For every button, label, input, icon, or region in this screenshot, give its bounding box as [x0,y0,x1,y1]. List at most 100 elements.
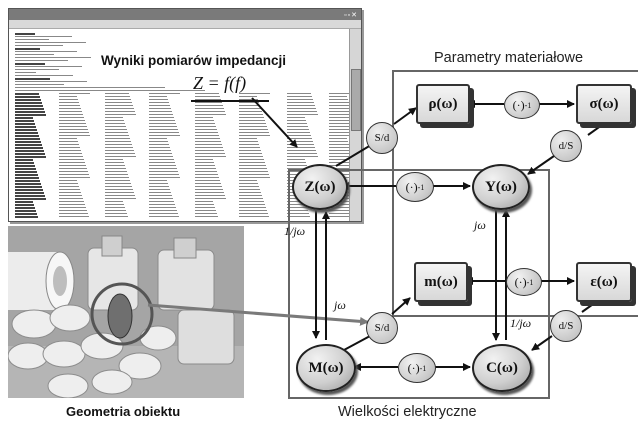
listing-line [15,126,36,128]
listing-line [15,195,45,197]
listing-line [287,165,307,167]
listing-line [287,216,310,218]
listing-line [149,96,167,98]
label-jw-right: jω [474,218,486,232]
listing-line [15,51,77,53]
listing-line [239,216,269,218]
listing-line [149,123,176,125]
listing-line [239,207,266,209]
listing-line [15,66,82,68]
label-jw-left: jω [334,298,346,312]
listing-line [105,201,123,203]
listing-line [59,117,84,119]
listing-line [59,141,78,143]
listing-line [15,42,86,44]
listing-line [15,150,44,152]
electrical-quantities-label: Wielkości elektryczne [338,404,477,420]
listing-line [59,105,80,107]
arrow-formula-to-Z [251,97,298,148]
listing-line [239,96,257,98]
listing-line [149,99,168,101]
listing-line [239,111,262,113]
listing-line [15,48,40,50]
listing-line [15,198,46,200]
listing-line [195,192,224,194]
listing-line [329,150,351,152]
node-Y: Y(ω) [472,164,530,210]
listing-line [195,144,222,146]
listing-line [149,132,179,134]
listing-line [105,141,131,143]
listing-line [149,153,172,155]
listing-line [239,102,259,104]
listing-line [195,135,219,137]
listing-line [15,138,40,140]
listing-line [59,120,85,122]
listing-line [105,144,132,146]
listing-line [59,132,89,134]
listing-line [15,183,41,185]
listing-line [15,168,36,170]
node-epsilon: ε(ω) [576,262,632,302]
listing-line [329,204,355,206]
listing-line [149,93,180,95]
listing-line [329,147,350,149]
listing-line [59,177,90,179]
listing-line [239,99,258,101]
listing-line [195,189,223,191]
listing-line [15,81,87,83]
listing-line [105,204,124,206]
listing-line [15,57,91,59]
listing-line [329,168,357,170]
listing-line [15,63,45,65]
listing-line [105,111,135,113]
listing-line [15,189,43,191]
badge-S-over-d-top: S/d [366,122,398,154]
listing-line [329,102,349,104]
window-menubar [9,20,361,29]
node-C: C(ω) [472,344,532,392]
listing-line [15,99,41,101]
listing-line [105,108,134,110]
listing-line [59,207,86,209]
listing-line [15,171,37,173]
listing-line [15,102,42,104]
listing-line [239,144,259,146]
listing-line [15,93,39,95]
listing-line [15,132,38,134]
listing-line [105,147,133,149]
listing-line [329,135,360,137]
listing-line [195,150,224,152]
listing-line [239,135,270,137]
listing-line [329,159,354,161]
listing-line [15,147,43,149]
listing-line [15,75,73,77]
listing-line [195,141,221,143]
listing-line [239,114,263,116]
listing-line [287,132,310,134]
listing-line [59,144,79,146]
listing-line [149,141,168,143]
listing-line [15,39,49,41]
listing-line [195,132,218,134]
listing-line [105,186,132,188]
listing-line [287,102,314,104]
listing-line [149,135,180,137]
listing-line [15,186,42,188]
listing-line [15,144,42,146]
listing-line [195,201,213,203]
listing-line [15,159,33,161]
listing-line [149,105,170,107]
listing-line [195,213,217,215]
listing-line [59,180,77,182]
listing-line [195,114,226,116]
listing-line [329,207,356,209]
listing-line [239,126,267,128]
listing-line [195,180,220,182]
listing-line [149,129,178,131]
listing-line [149,162,175,164]
listing-line [239,177,270,179]
listing-line [105,138,130,140]
